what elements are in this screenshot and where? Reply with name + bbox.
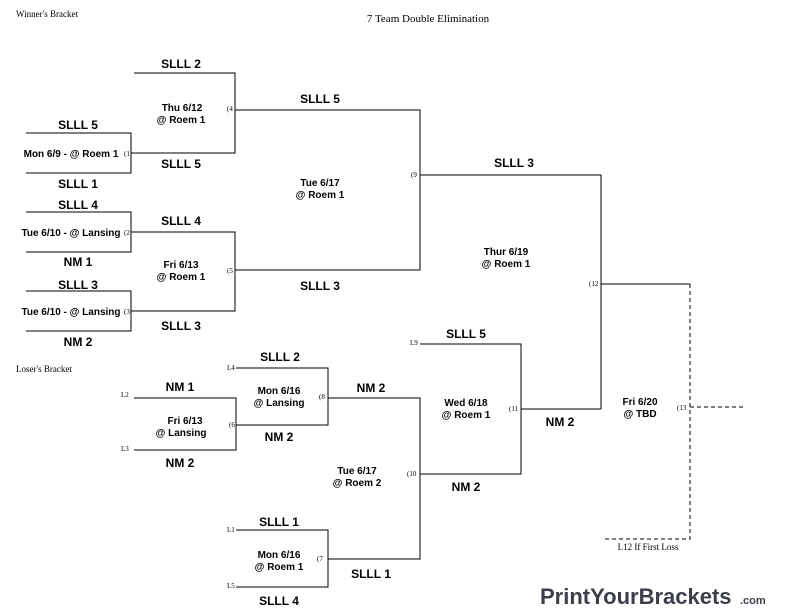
- winners-game-4: SLLL 2 Thu 6/12 @ Roem 1 (4 SLLL 5: [131, 57, 236, 171]
- g1-info: Mon 6/9 - @ Roem 1: [24, 149, 119, 160]
- g9-top-team: SLLL 5: [300, 92, 340, 106]
- g8-info-line1: Mon 6/16: [258, 386, 301, 397]
- g12-top-team: SLLL 3: [494, 156, 534, 170]
- g10-top-team: NM 2: [357, 381, 386, 395]
- g5-top-team: SLLL 4: [161, 214, 201, 228]
- g7-top-team: SLLL 1: [259, 515, 299, 529]
- g10-info-line2: @ Roem 2: [333, 478, 382, 489]
- losers-game-11: L9 SLLL 5 Wed 6/18 @ Roem 1 (11 NM 2: [410, 327, 522, 494]
- g10-number: (10: [407, 470, 417, 478]
- g3-bottom-team: NM 2: [64, 335, 93, 349]
- g4-top-team: SLLL 2: [161, 57, 201, 71]
- g6-number: (6: [229, 421, 235, 429]
- g1-bottom-team: SLLL 1: [58, 177, 98, 191]
- losers-game-7: L1 SLLL 1 Mon 6/16 @ Roem 1 (7 L5 SLLL 4: [227, 515, 329, 608]
- g11-info-line2: @ Roem 1: [442, 410, 491, 421]
- g1-top-team: SLLL 5: [58, 118, 98, 132]
- g2-number: (2: [124, 229, 130, 237]
- g1-number: (1: [124, 150, 130, 158]
- g13-info-line2: @ TBD: [623, 409, 656, 420]
- g6-top-team: NM 1: [166, 380, 195, 394]
- page-title: 7 Team Double Elimination: [367, 13, 490, 25]
- g8-info-line2: @ Lansing: [254, 398, 305, 409]
- g7-info-line2: @ Roem 1: [255, 562, 304, 573]
- g13-info-line1: Fri 6/20: [622, 397, 657, 408]
- final-game-13: Fri 6/20 @ TBD (13 L12 If First Loss: [601, 283, 746, 552]
- g2-bottom-team: NM 1: [64, 255, 93, 269]
- g13-number: (13: [677, 404, 687, 412]
- g6-bottom-team: NM 2: [166, 456, 195, 470]
- brand-logo: PrintYourBrackets .com: [540, 584, 766, 609]
- g7-bottom-team: SLLL 4: [259, 594, 299, 608]
- g6-info-line2: @ Lansing: [156, 428, 207, 439]
- brand-name: PrintYourBrackets: [540, 584, 732, 609]
- g7-bottom-source: L5: [227, 582, 235, 590]
- g7-info-line1: Mon 6/16: [258, 550, 301, 561]
- g2-info: Tue 6/10 - @ Lansing: [21, 228, 120, 239]
- g5-bottom-team: SLLL 3: [161, 319, 201, 333]
- g11-bottom-team: NM 2: [452, 480, 481, 494]
- g3-top-team: SLLL 3: [58, 278, 98, 292]
- g8-number: (8: [319, 393, 325, 401]
- losers-game-8: L4 SLLL 2 Mon 6/16 @ Lansing (8 NM 2: [227, 350, 329, 444]
- g7-top-source: L1: [227, 526, 235, 534]
- g10-bottom-team: SLLL 1: [351, 567, 391, 581]
- g5-number: (5: [227, 267, 233, 275]
- winners-game-2: SLLL 4 Tue 6/10 - @ Lansing (2 NM 1: [21, 198, 132, 269]
- g12-number: (12: [589, 280, 599, 288]
- winners-game-1: SLLL 5 Mon 6/9 - @ Roem 1 (1 SLLL 1: [24, 118, 132, 191]
- g6-top-source: L2: [121, 391, 129, 399]
- winners-game-9: SLLL 5 Tue 6/17 @ Roem 1 (9 SLLL 3: [235, 92, 421, 293]
- losers-bracket-label: Loser's Bracket: [16, 364, 72, 374]
- losers-game-6: L2 NM 1 Fri 6/13 @ Lansing (6 L3 NM 2: [121, 380, 237, 470]
- g7-number: (7: [317, 555, 323, 563]
- brand-suffix: .com: [740, 595, 766, 607]
- g6-info-line1: Fri 6/13: [167, 416, 202, 427]
- winners-bracket-label: Winner's Bracket: [16, 9, 78, 19]
- winners-game-12: SLLL 3 Thur 6/19 @ Roem 1 (12: [420, 156, 602, 409]
- g9-number: (9: [411, 171, 417, 179]
- g8-bottom-team: NM 2: [265, 430, 294, 444]
- g4-bottom-team: SLLL 5: [161, 157, 201, 171]
- g11-info-line1: Wed 6/18: [444, 398, 488, 409]
- losers-game-10: NM 2 Tue 6/17 @ Roem 2 (10 SLLL 1: [328, 381, 421, 581]
- losers-champion: NM 2: [546, 415, 575, 429]
- g2-top-team: SLLL 4: [58, 198, 98, 212]
- g5-info-line2: @ Roem 1: [157, 272, 206, 283]
- g9-info-line2: @ Roem 1: [296, 190, 345, 201]
- g11-top-source: L9: [410, 339, 418, 347]
- winners-game-3: SLLL 3 Tue 6/10 - @ Lansing (3 NM 2: [21, 278, 132, 349]
- g11-number: (11: [509, 405, 519, 413]
- g8-top-team: SLLL 2: [260, 350, 300, 364]
- losers-final-path: NM 2: [521, 408, 601, 429]
- g11-top-team: SLLL 5: [446, 327, 486, 341]
- g10-info-line1: Tue 6/17: [337, 466, 377, 477]
- g8-top-source: L4: [227, 364, 235, 372]
- g3-number: (3: [124, 308, 130, 316]
- g6-bottom-source: L3: [121, 445, 129, 453]
- g4-info-line2: @ Roem 1: [157, 115, 206, 126]
- g9-info-line1: Tue 6/17: [300, 178, 340, 189]
- g3-info: Tue 6/10 - @ Lansing: [21, 307, 120, 318]
- g12-info-line2: @ Roem 1: [482, 259, 531, 270]
- g5-info-line1: Fri 6/13: [163, 260, 198, 271]
- g9-bottom-team: SLLL 3: [300, 279, 340, 293]
- g12-info-line1: Thur 6/19: [484, 247, 529, 258]
- g4-number: (4: [227, 105, 233, 113]
- g4-info-line1: Thu 6/12: [162, 103, 203, 114]
- footer-note: L12 If First Loss: [618, 542, 679, 552]
- winners-game-5: SLLL 4 Fri 6/13 @ Roem 1 (5 SLLL 3: [131, 214, 236, 333]
